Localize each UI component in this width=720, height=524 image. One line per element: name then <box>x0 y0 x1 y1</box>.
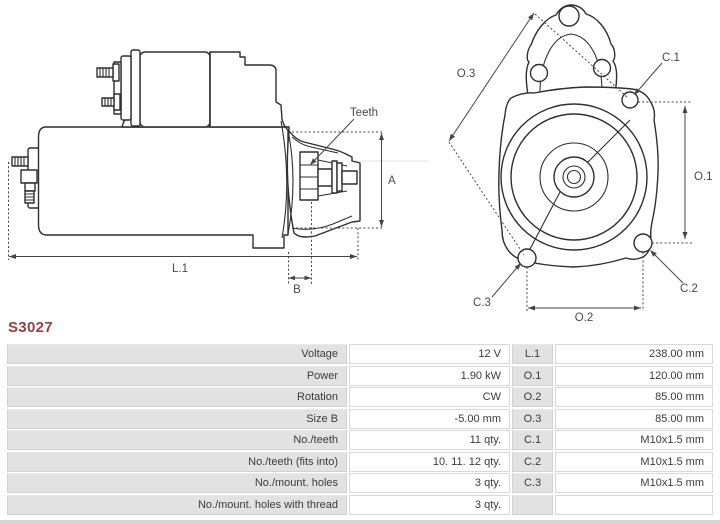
spec-value: 3 qty. <box>349 494 510 515</box>
spec-table: Voltage 12 V L.1 238.00 mm Power 1.90 kW… <box>7 344 713 515</box>
dim-b-label: B <box>293 284 301 296</box>
spec-label: No./teeth (fits into) <box>7 451 347 472</box>
dimension-annotations-side: A L.1 B Teeth <box>8 107 396 296</box>
spec-label: No./mount. holes with thread <box>7 494 347 515</box>
spec-value: 12 V <box>349 344 510 364</box>
dim-value: 120.00 mm <box>555 365 713 386</box>
dim-l1-label: L.1 <box>172 263 188 275</box>
spec-label: No./teeth <box>7 430 347 450</box>
spec-label: Voltage <box>7 344 347 364</box>
mount-hole-c3 <box>517 248 537 268</box>
spec-value: CW <box>349 387 510 407</box>
gear-housing-circles <box>500 103 648 251</box>
drive-bracket <box>209 51 290 132</box>
dim-o2-label: O.2 <box>575 312 594 324</box>
part-number: S3027 <box>8 319 53 336</box>
teeth-label: Teeth <box>350 107 378 119</box>
dim-value: 85.00 mm <box>555 387 713 407</box>
motor-body <box>37 126 289 249</box>
spec-label: Power <box>7 365 347 386</box>
pinion-gear <box>299 151 319 201</box>
dome-top-hole <box>558 5 580 27</box>
terminal-stud-top <box>96 63 120 82</box>
dim-code: C.3 <box>512 473 553 493</box>
mount-hole-c1 <box>621 91 639 109</box>
spec-value: 3 qty. <box>349 473 510 493</box>
dim-value: 238.00 mm <box>555 344 713 364</box>
spec-value: 11 qty. <box>349 430 510 450</box>
dim-code: O.2 <box>512 387 553 407</box>
solenoid <box>96 49 211 128</box>
dim-value <box>555 494 713 515</box>
spec-value: 10. 11. 12 qty. <box>349 451 510 472</box>
mount-hole-c2 <box>633 233 653 253</box>
through-bolt-stud <box>11 156 29 167</box>
dim-c3-label: C.3 <box>473 297 491 309</box>
dim-value: M10x1.5 mm <box>555 473 713 493</box>
dim-value: M10x1.5 mm <box>555 430 713 450</box>
terminal-stud-lower <box>101 93 121 111</box>
dim-o3-label: O.3 <box>457 68 476 80</box>
dim-o1-label: O.1 <box>694 171 713 183</box>
dim-code: O.3 <box>512 408 553 429</box>
dim-value: M10x1.5 mm <box>555 451 713 472</box>
dome-left-hole <box>529 63 549 83</box>
technical-drawing: A L.1 B Teeth <box>8 4 713 324</box>
spec-value: 1.90 kW <box>349 365 510 386</box>
shaft <box>317 160 358 194</box>
spec-label: No./mount. holes <box>7 473 347 493</box>
dim-code: C.1 <box>512 430 553 450</box>
dim-c2-label: C.2 <box>680 283 698 295</box>
dim-code: C.2 <box>512 451 553 472</box>
mounting-dome <box>525 4 618 96</box>
dim-code <box>512 494 553 515</box>
lower-stud <box>24 190 35 204</box>
spec-value: -5.00 mm <box>349 408 510 429</box>
starter-front-view <box>498 4 659 268</box>
page-bottom-divider <box>0 520 720 524</box>
dim-code: O.1 <box>512 365 553 386</box>
dimension-annotations-front: O.3 C.1 O.1 O.2 C.2 C.3 <box>448 12 713 324</box>
dim-c1-label: C.1 <box>662 52 680 64</box>
dim-value: 85.00 mm <box>555 408 713 429</box>
spec-label: Size B <box>7 408 347 429</box>
dome-right-hole <box>592 58 612 78</box>
dim-code: L.1 <box>512 344 553 364</box>
dim-a-label: A <box>388 175 396 187</box>
spec-label: Rotation <box>7 387 347 407</box>
starter-side-view <box>11 49 428 249</box>
